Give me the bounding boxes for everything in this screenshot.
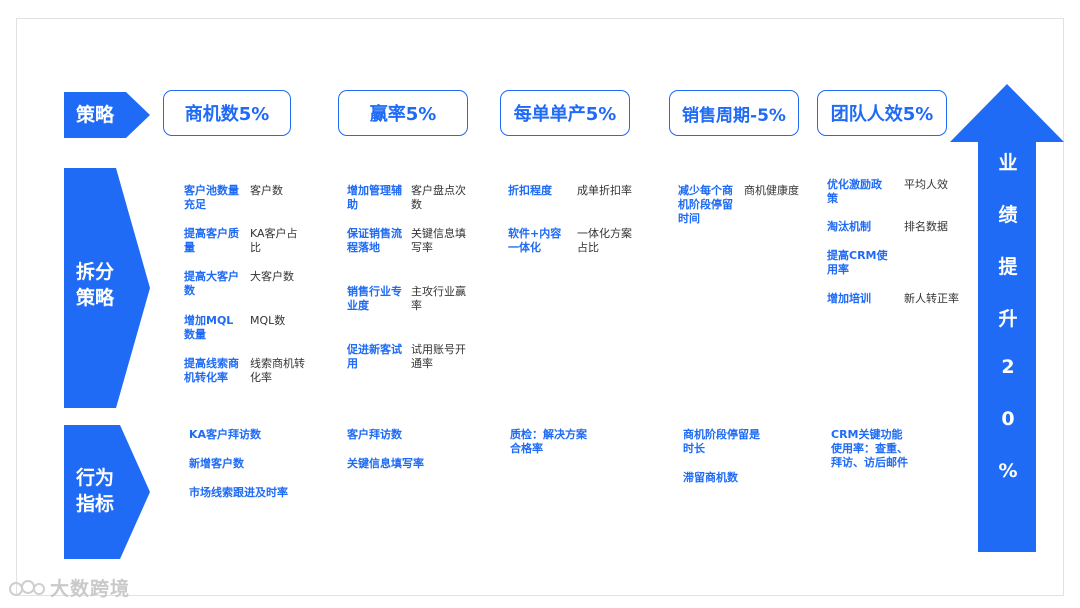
breakdown-metric: MQL数 (250, 314, 286, 327)
strategy-box-deal-size: 每单单产5% (500, 90, 630, 136)
breakdown-metric: 排名数据 (904, 220, 948, 233)
behavior-metric: 市场线索跟进及时率 (189, 486, 288, 499)
breakdown-metric: 试用账号开通率 (411, 343, 466, 370)
strategy-label: 策略 (75, 104, 114, 126)
breakdown-action: 软件+内容一体化 (508, 227, 562, 254)
breakdown-action: 提高CRM使用率 (827, 249, 888, 276)
breakdown-metric: 关键信息填写率 (411, 227, 466, 254)
breakdown-metric: 新人转正率 (904, 292, 959, 305)
breakdown-action: 增加MQL数量 (184, 314, 234, 341)
behavior-label: 行为 指标 (75, 467, 114, 515)
breakdown-action: 折扣程度 (508, 184, 552, 197)
goal-char: 绩 (998, 204, 1018, 226)
behavior-metric: 滞留商机数 (683, 471, 738, 484)
breakdown-action: 增加管理辅助 (347, 184, 402, 211)
breakdown-metric: 线索商机转化率 (250, 357, 305, 384)
breakdown-action: 销售行业专业度 (347, 285, 402, 312)
breakdown-action: 淘汰机制 (827, 220, 871, 233)
behavior-metric: KA客户拜访数 (189, 428, 262, 441)
watermark-text: 大数跨境 (50, 578, 131, 600)
breakdown-action: 客户池数量充足 (184, 184, 239, 211)
breakdown-metric: 成单折扣率 (577, 184, 632, 197)
breakdown-metric: 一体化方案占比 (577, 227, 632, 254)
breakdown-label: 拆分 策略 (75, 261, 114, 309)
breakdown-action: 提高线索商机转化率 (184, 357, 239, 384)
breakdown-action: 保证销售流程落地 (347, 227, 402, 254)
breakdown-action: 促进新客试用 (347, 343, 402, 370)
goal-char: 升 (998, 308, 1018, 330)
breakdown-metric: 客户盘点次数 (411, 184, 466, 211)
breakdown-action: 提高客户质量 (184, 227, 239, 254)
behavior-metric: 客户拜访数 (347, 428, 402, 441)
behavior-metric: 质检：解决方案合格率 (510, 428, 587, 455)
breakdown-action: 减少每个商机阶段停留时间 (678, 184, 733, 225)
breakdown-metric: 大客户数 (250, 270, 294, 283)
strategy-box-team-efficiency: 团队人效5% (817, 90, 947, 136)
breakdown-metric: KA客户占比 (250, 227, 298, 254)
behavior-metric: 商机阶段停留是时长 (683, 428, 760, 455)
watermark-logo-icon (9, 579, 45, 596)
breakdown-metric: 客户数 (250, 184, 283, 197)
behavior-metric: 关键信息填写率 (347, 457, 424, 470)
strategy-box-leads: 商机数5% (163, 90, 291, 136)
goal-char: 2 (1001, 356, 1015, 378)
goal-char: 提 (998, 256, 1018, 278)
goal-char: 0 (1001, 408, 1015, 430)
goal-char: 业 (998, 152, 1018, 174)
breakdown-metric: 主攻行业赢率 (411, 285, 466, 312)
behavior-metric: CRM关键功能使用率：查重、拜访、访后邮件 (831, 428, 908, 469)
breakdown-action: 增加培训 (827, 292, 871, 305)
behavior-metric: 新增客户数 (189, 457, 244, 470)
strategy-box-winrate: 赢率5% (338, 90, 468, 136)
breakdown-action: 提高大客户数 (184, 270, 239, 297)
breakdown-metric: 商机健康度 (744, 184, 799, 197)
breakdown-metric: 平均人效 (904, 178, 948, 191)
goal-char: % (998, 460, 1018, 482)
watermark: 大数跨境 (8, 574, 130, 601)
breakdown-action: 优化激励政策 (827, 178, 882, 205)
strategy-box-sales-cycle: 销售周期-5% (669, 90, 799, 136)
